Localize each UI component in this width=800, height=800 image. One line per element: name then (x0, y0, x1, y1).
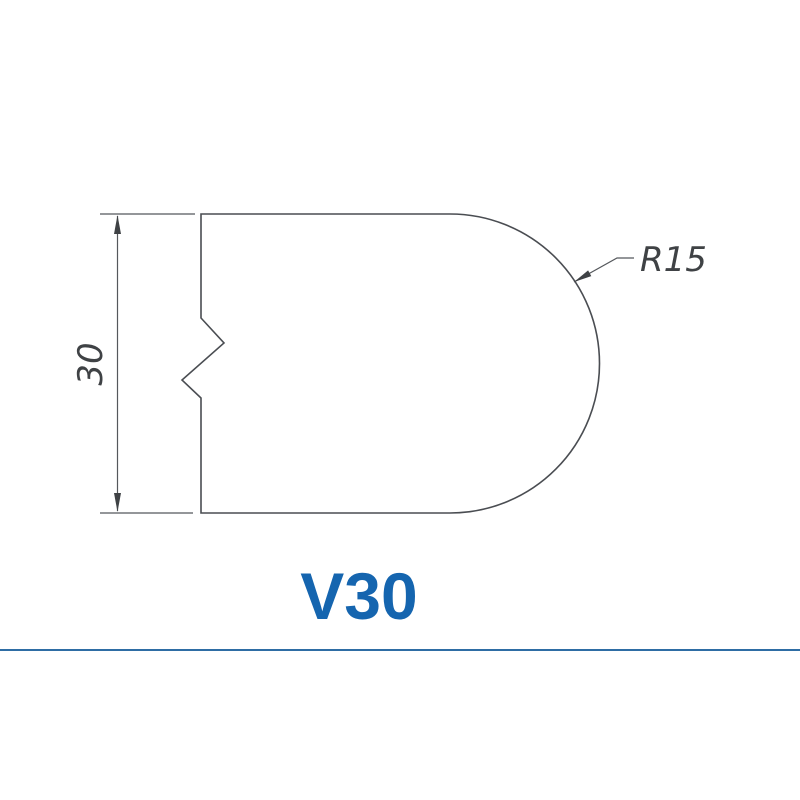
footer-divider (0, 649, 800, 651)
height-dimension-label: 30 (71, 342, 111, 385)
dimension-arrow-down-icon (114, 493, 121, 512)
dimension-arrow-up-icon (114, 215, 121, 234)
radius-label: R15 (640, 240, 707, 280)
profile-outline (180, 213, 601, 514)
radius-leader-arrow-icon (574, 270, 592, 282)
profile-title: V30 (300, 559, 418, 633)
